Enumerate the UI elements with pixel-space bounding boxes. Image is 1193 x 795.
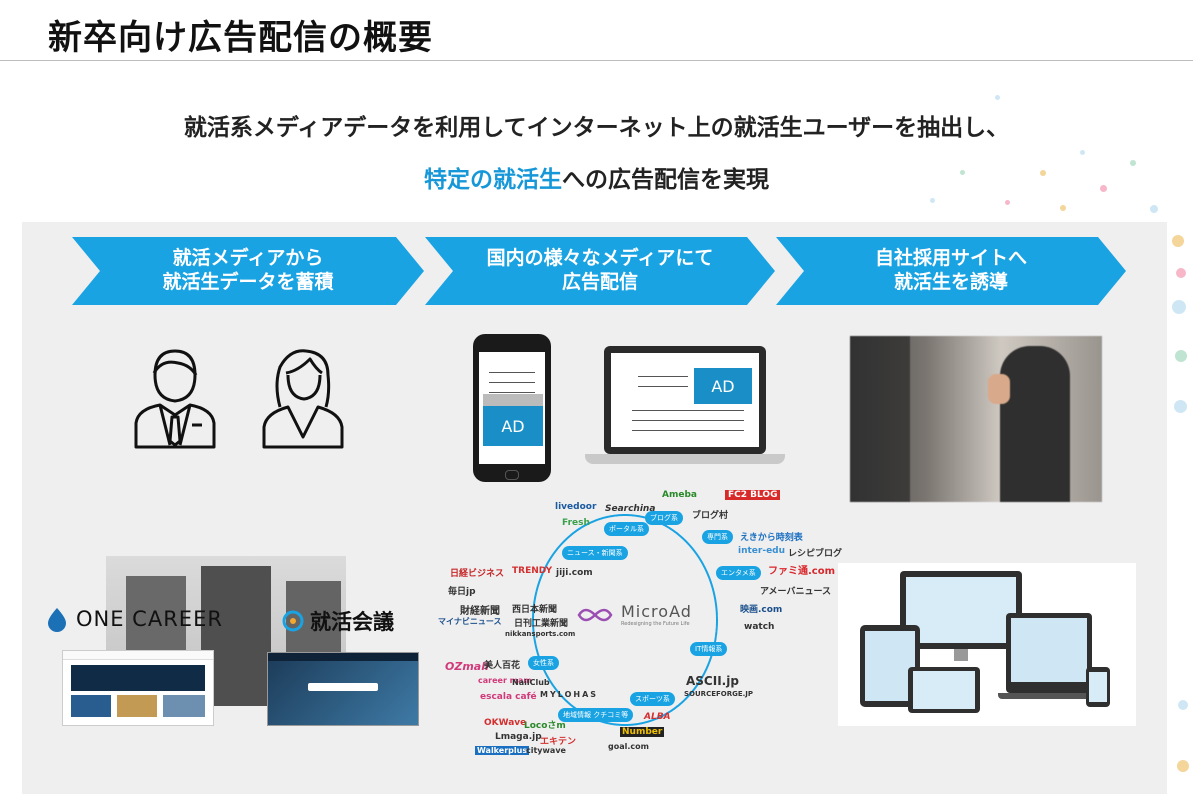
shukatsu-kaigi-site-screenshot bbox=[267, 652, 419, 726]
publisher-logo: マイナビニュース bbox=[438, 617, 502, 626]
laptop-base bbox=[585, 454, 785, 464]
step-1-line-2: 就活生データを蓄積 bbox=[162, 271, 334, 293]
publisher-logo: OZmall bbox=[445, 660, 489, 673]
publisher-logo: ブログ村 bbox=[692, 511, 729, 521]
category-pill: エンタメ系 bbox=[716, 566, 761, 580]
laptop-mockup: AD bbox=[604, 346, 766, 454]
lead-highlight: 特定の就活生 bbox=[424, 167, 562, 193]
publisher-logo: えきから時刻表 bbox=[740, 533, 803, 543]
step-2-chevron: 国内の様々なメディアにて広告配信 bbox=[425, 237, 775, 305]
category-pill: 女性系 bbox=[528, 656, 559, 670]
onecareer-drop-icon bbox=[48, 608, 66, 632]
publisher-logo: nikkansports.com bbox=[505, 630, 576, 638]
publisher-logo: Number bbox=[620, 727, 665, 737]
publisher-logo: アメーバニュース bbox=[760, 587, 832, 597]
phone-ad-banner: AD bbox=[483, 406, 543, 446]
lead-line-2: 特定の就活生への広告配信を実現 bbox=[0, 160, 1193, 194]
onecareer-logo: ONE CAREER bbox=[46, 606, 223, 632]
publisher-logo: ASCII.jp bbox=[686, 674, 739, 688]
publisher-logo: 毎日jp bbox=[448, 587, 476, 597]
publisher-logo: Locoさm bbox=[524, 721, 566, 731]
step-1-chevron: 就活メディアから就活生データを蓄積 bbox=[72, 237, 424, 305]
step-2-line-2: 広告配信 bbox=[561, 271, 638, 293]
publisher-logo: FC2 BLOG bbox=[725, 490, 781, 500]
publisher-logo: 映画.com bbox=[740, 605, 783, 615]
title-divider bbox=[0, 60, 1193, 61]
publisher-logo: goal.com bbox=[608, 742, 649, 751]
step-1-line-1: 就活メディアから bbox=[172, 247, 324, 270]
publisher-logo: 日経ビジネス bbox=[450, 569, 505, 579]
publisher-logo: 財経新聞 bbox=[460, 606, 500, 617]
publisher-logo: TRENDY bbox=[512, 566, 553, 576]
male-student-icon bbox=[134, 349, 216, 449]
publisher-logo: ファミ通.com bbox=[768, 566, 836, 577]
publisher-logo: 日刊工業新聞 bbox=[514, 619, 569, 629]
publisher-logo: watch bbox=[744, 622, 775, 632]
publisher-logo: ALBA bbox=[644, 712, 671, 722]
publisher-logo: エキテン bbox=[540, 737, 577, 747]
page-title: 新卒向け広告配信の概要 bbox=[48, 18, 433, 58]
publisher-logo: Ameba bbox=[662, 490, 697, 500]
shukatsu-kaigi-logo: 就活会議 bbox=[282, 606, 394, 636]
publisher-logo: Fresh bbox=[562, 518, 590, 528]
lead-line-1: 就活系メディアデータを利用してインターネット上の就活生ユーザーを抽出し、 bbox=[183, 115, 1010, 141]
publisher-logo: MYLOHAS bbox=[540, 690, 599, 699]
step-3-line-2: 就活生を誘導 bbox=[893, 271, 1008, 293]
category-pill: 専門系 bbox=[702, 530, 733, 544]
female-student-icon bbox=[262, 349, 344, 449]
publisher-logo: NailClub bbox=[512, 678, 550, 687]
step-3-chevron: 自社採用サイトへ就活生を誘導 bbox=[776, 237, 1126, 305]
microad-infinity-icon bbox=[577, 608, 613, 621]
publisher-logo: livedoor bbox=[555, 502, 597, 512]
category-pill: ポータル系 bbox=[604, 522, 649, 536]
publisher-logo: escala café bbox=[480, 692, 537, 702]
step-3-line-1: 自社採用サイトへ bbox=[874, 247, 1027, 270]
category-pill: ニュース・新聞系 bbox=[562, 546, 628, 560]
step-2-line-1: 国内の様々なメディアにて bbox=[486, 247, 714, 270]
responsive-devices-image bbox=[838, 563, 1136, 726]
ad-network-ring bbox=[532, 514, 718, 726]
publisher-logo: 西日本新聞 bbox=[512, 605, 558, 615]
publisher-logo: jiji.com bbox=[556, 568, 593, 578]
category-pill: 地域情報 クチコミ等 bbox=[558, 708, 634, 722]
publisher-logo: レシピブログ bbox=[788, 549, 843, 559]
publisher-logo: inter-edu bbox=[738, 546, 786, 556]
publisher-logo: OKWave bbox=[484, 718, 527, 728]
lead-line-2-rest: への広告配信を実現 bbox=[562, 167, 769, 193]
person-with-phone-photo bbox=[850, 336, 1102, 502]
smartphone-mockup: AD bbox=[473, 334, 551, 482]
publisher-logo: SOURCEFORGE.JP bbox=[684, 690, 754, 698]
publisher-logo: Walkerplus bbox=[475, 746, 530, 755]
category-pill: ブログ系 bbox=[645, 511, 683, 525]
publisher-logo: citywave bbox=[526, 746, 566, 755]
publisher-logo: 美人百花 bbox=[484, 661, 521, 671]
publisher-logo: Searchina bbox=[605, 504, 656, 514]
publisher-logo: career mam bbox=[478, 676, 532, 685]
shukatsu-kaigi-icon bbox=[282, 610, 304, 632]
category-pill: スポーツ系 bbox=[630, 692, 675, 706]
laptop-ad-banner: AD bbox=[694, 368, 752, 404]
microad-logo: MicroAd Redesigning the Future Life bbox=[575, 602, 692, 627]
category-pill: IT情報系 bbox=[690, 642, 728, 656]
onecareer-site-screenshot bbox=[62, 650, 214, 726]
publisher-logo: Lmaga.jp bbox=[495, 732, 542, 742]
